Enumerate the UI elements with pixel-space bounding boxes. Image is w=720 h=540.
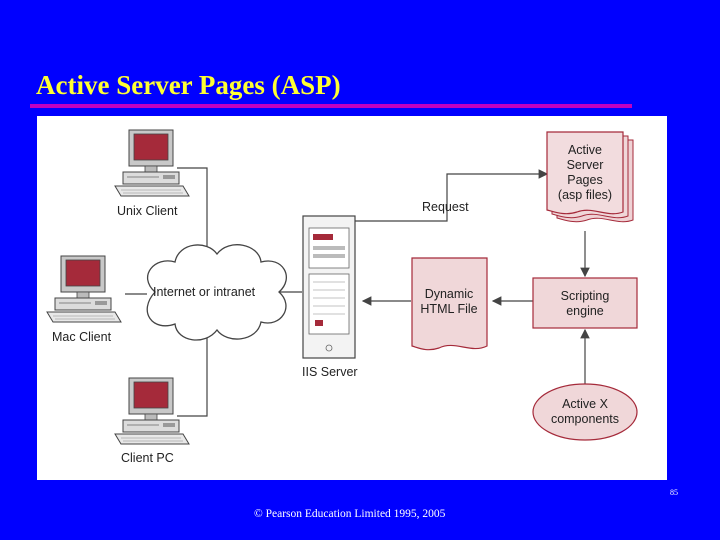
activex-components-ellipse bbox=[532, 383, 638, 441]
mac-client-computer bbox=[46, 255, 122, 323]
page-number: 85 bbox=[670, 488, 678, 497]
asp-files-line-2: Server bbox=[567, 158, 604, 172]
scripting-engine-box bbox=[532, 277, 638, 329]
scripting-engine-line-1: Scripting bbox=[561, 289, 610, 303]
copyright-footer: © Pearson Education Limited 1995, 2005 bbox=[254, 508, 446, 520]
asp-files-line-1: Active bbox=[568, 143, 602, 157]
diagram-panel: Request Unix Client Mac Client Client PC… bbox=[37, 116, 667, 480]
title-rule bbox=[30, 104, 632, 108]
dynamic-html-line-2: HTML File bbox=[420, 302, 477, 316]
asp-files-document bbox=[546, 131, 634, 223]
asp-files-line-4: (asp files) bbox=[558, 188, 612, 202]
network-label: Internet or intranet bbox=[153, 285, 256, 299]
pc-client-label: Client PC bbox=[121, 451, 174, 465]
slide-title: Active Server Pages (ASP) bbox=[36, 70, 341, 100]
activex-line-1: Active X bbox=[562, 397, 609, 411]
internet-cloud bbox=[146, 244, 287, 341]
dynamic-html-line-1: Dynamic bbox=[425, 287, 474, 301]
scripting-engine-line-2: engine bbox=[566, 304, 604, 318]
dynamic-html-document bbox=[411, 257, 488, 351]
request-label: Request bbox=[422, 200, 469, 214]
mac-client-label: Mac Client bbox=[52, 330, 112, 344]
unix-client-computer bbox=[114, 129, 190, 197]
pc-client-computer bbox=[114, 377, 190, 445]
activex-line-2: components bbox=[551, 412, 619, 426]
asp-architecture-diagram: Request Unix Client Mac Client Client PC… bbox=[46, 129, 638, 465]
asp-files-line-3: Pages bbox=[567, 173, 602, 187]
unix-client-label: Unix Client bbox=[117, 204, 178, 218]
iis-server-label: IIS Server bbox=[302, 365, 358, 379]
iis-server-tower bbox=[302, 215, 356, 359]
